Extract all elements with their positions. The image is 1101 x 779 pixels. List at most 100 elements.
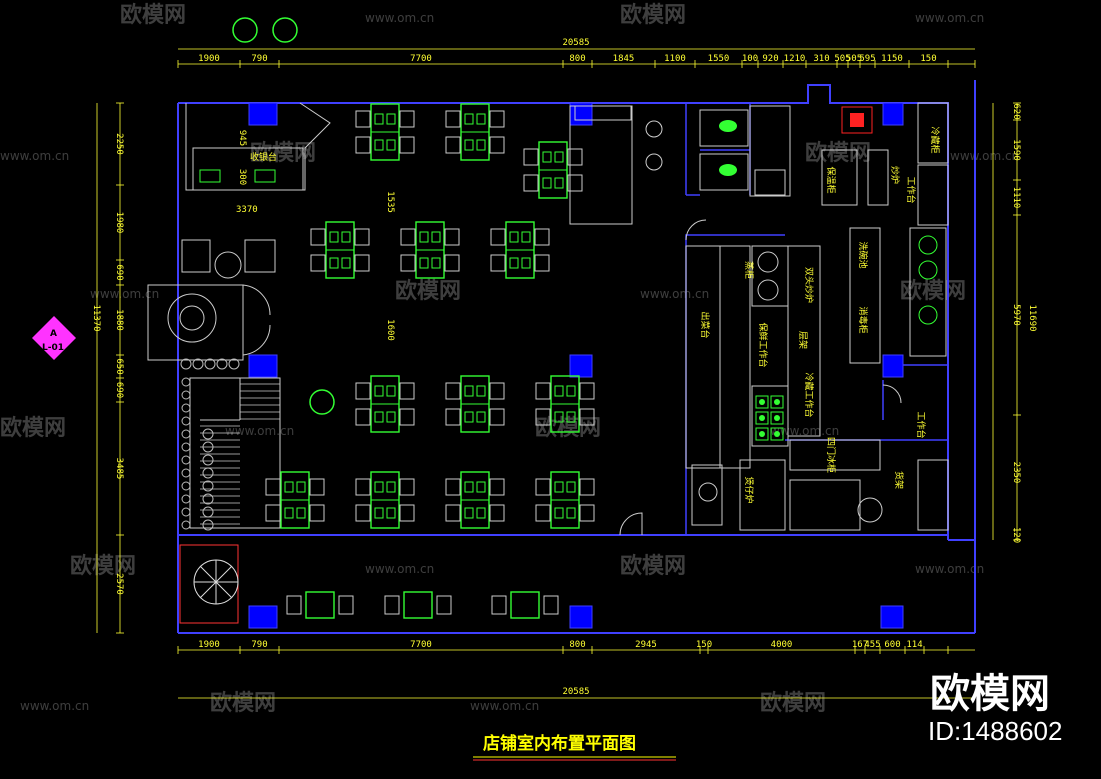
dimension-value: 800 (569, 640, 585, 650)
section-ref: L-01 (42, 343, 64, 353)
structural-columns (248, 102, 904, 629)
staircase (189, 377, 281, 529)
four-seat-table (310, 221, 370, 279)
kitchen-label: 洗碗池 (857, 241, 869, 268)
stove-marker (841, 106, 873, 134)
dimension-value: 114 (906, 640, 922, 650)
section-letter: A (50, 329, 57, 339)
dimension-lines (96, 48, 1018, 699)
kitchen-label: 双头炒炉 (803, 267, 815, 303)
two-seat-table (491, 591, 559, 619)
kitchen-label: 四门冰柜 (825, 437, 837, 473)
four-seat-table (523, 141, 583, 199)
dimension-value: 1980 (114, 212, 124, 234)
dimension-value: 2250 (114, 133, 124, 155)
four-seat-table (490, 221, 550, 279)
dimension-value: 3485 (114, 458, 124, 480)
watermark: 欧模网 (535, 415, 601, 441)
dimension-value: 505 (834, 54, 850, 64)
overall-right-dim: 11690 (1027, 304, 1037, 331)
dimension-value: 650 (114, 358, 124, 374)
dimension-value: 790 (251, 640, 267, 650)
kitchen-label: 层架 (797, 331, 808, 349)
four-seat-table (535, 471, 595, 529)
watermark: www.om.cn (950, 149, 1019, 163)
four-seat-table (445, 375, 505, 433)
kitchen-equipment (685, 102, 949, 531)
doors (619, 219, 902, 536)
kitchen-labels: 冷藏柜保温柜炒炉蒸柜双头炒炉洗碗池消毒柜保鲜工作台冷藏工作台四门冰柜煲仔炉工作台… (699, 126, 941, 503)
burner-grid (755, 395, 784, 441)
watermark: www.om.cn (470, 699, 539, 713)
four-seat-table (445, 471, 505, 529)
dimension-value: 1845 (613, 54, 635, 64)
four-seat-table (535, 375, 595, 433)
watermark: www.om.cn (915, 562, 984, 576)
four-seat-table (355, 471, 415, 529)
watermark: www.om.cn (20, 699, 89, 713)
kitchen-label: 炒炉 (889, 166, 901, 184)
dimension-value: 600 (884, 640, 900, 650)
four-seat-table (400, 221, 460, 279)
stair-steps (200, 383, 280, 525)
inner-dim: 1600 (385, 319, 395, 341)
dimension-value: 690 (114, 382, 124, 398)
watermark: www.om.cn (365, 11, 434, 25)
overall-left-dim: 11370 (91, 304, 101, 331)
dimension-value: 4000 (771, 640, 793, 650)
section-marker: A L-01 (32, 316, 76, 360)
dimension-value: 2945 (635, 640, 657, 650)
dimension-value: 100 (742, 54, 758, 64)
watermark: www.om.cn (90, 287, 159, 301)
drawing-title: 店铺室内布置平面图 (483, 733, 636, 754)
dimension-value: 150 (696, 640, 712, 650)
cashier-label: 收银台 (250, 151, 277, 163)
kitchen-label: 保温柜 (825, 166, 837, 193)
four-seat-table (445, 103, 505, 161)
kitchen-label: 工作台 (915, 411, 927, 438)
dimension-value: 7700 (410, 640, 432, 650)
watermark: 欧模网 (760, 690, 826, 716)
dining-tables (265, 103, 595, 619)
planter-plants (180, 358, 240, 531)
watermark: 欧模网 (120, 2, 186, 28)
dimension-value: 505 (846, 54, 862, 64)
kitchen-label: 煲仔炉 (743, 476, 755, 503)
dimension-value: 1590 (1011, 139, 1021, 161)
watermark: www.om.cn (0, 149, 69, 163)
watermark: www.om.cn (915, 11, 984, 25)
toilet-fixtures (719, 120, 737, 176)
dimension-value: 800 (569, 54, 585, 64)
cashier-counter (185, 102, 331, 191)
kitchen-label: 货架 (893, 471, 905, 489)
overall-dim: 20585 (562, 38, 589, 48)
brand-id: ID:1488602 (928, 716, 1062, 746)
dimension-value: 1110 (1011, 187, 1021, 209)
dimension-ticks (116, 60, 1021, 654)
watermark: 欧模网 (620, 553, 686, 579)
kitchen-label: 冷藏工作台 (803, 372, 815, 417)
overall-dim: 20585 (562, 687, 589, 697)
dimension-value: 1150 (881, 54, 903, 64)
cashier-width-dim: 3370 (236, 205, 258, 215)
dimension-value: 595 (859, 54, 875, 64)
watermark: 欧模网 (0, 415, 66, 441)
watermark: 欧模网 (900, 278, 966, 304)
tree-symbol (193, 559, 239, 605)
dimension-value: 455 (864, 640, 880, 650)
work-table-label: 工作台 (905, 176, 917, 203)
watermark: www.om.cn (365, 562, 434, 576)
watermark: 欧模网 (620, 2, 686, 28)
dimension-value: 1900 (198, 640, 220, 650)
two-seat-table (384, 591, 452, 619)
kitchen-label: 出菜台 (699, 311, 711, 338)
four-seat-table (355, 375, 415, 433)
dimension-value: 2350 (1011, 462, 1021, 484)
dimension-value: 2570 (114, 573, 124, 595)
dimension-value: 1900 (198, 54, 220, 64)
terrace-planter (179, 544, 239, 624)
kitchen-label: 冷藏柜 (929, 126, 941, 153)
four-seat-table (355, 103, 415, 161)
